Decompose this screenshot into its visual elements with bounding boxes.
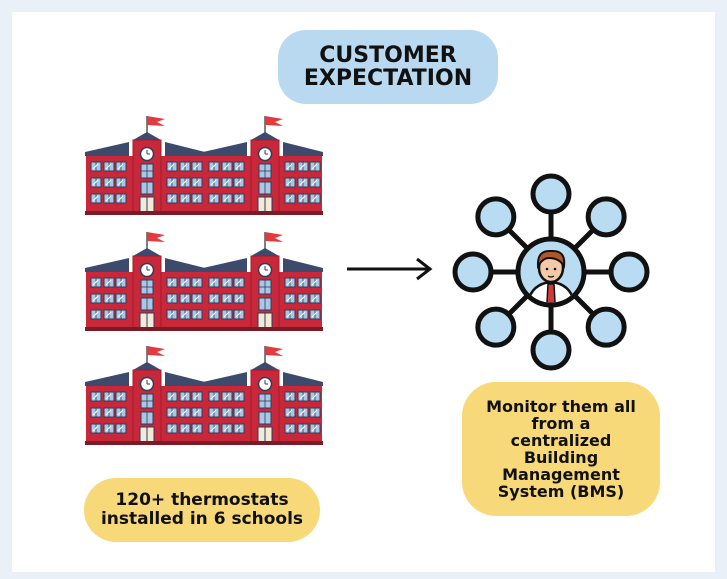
bms-caption-line-5: Management <box>502 465 620 484</box>
school-building-icon <box>85 342 205 447</box>
network-node <box>585 306 627 348</box>
school-svg <box>85 346 205 445</box>
title-line-1: CUSTOMER <box>319 43 457 68</box>
schools-caption-line-2: installed in 6 schools <box>100 509 304 529</box>
schools-caption: 120+ thermostats installed in 6 schools <box>84 478 320 542</box>
school-svg <box>203 346 323 445</box>
bms-caption-line-6: System (BMS) <box>497 482 625 501</box>
school-svg <box>85 232 205 331</box>
title-badge: CUSTOMER EXPECTATION <box>278 30 498 104</box>
bms-caption-line-4: Building <box>523 448 599 467</box>
network-node <box>585 196 627 238</box>
school-building-icon <box>85 112 205 217</box>
network-node <box>452 251 494 293</box>
school-building-icon <box>203 342 323 447</box>
school-building-icon <box>203 112 323 217</box>
school-building-icon <box>85 228 205 333</box>
network-node <box>608 251 650 293</box>
network-node <box>530 329 572 371</box>
school-building-icon <box>203 228 323 333</box>
school-svg <box>203 232 323 331</box>
title-line-2: EXPECTATION <box>303 66 473 91</box>
school-svg <box>203 116 323 215</box>
network-node <box>475 306 517 348</box>
bms-caption-line-3: centralized <box>510 431 612 450</box>
bms-caption-line-2: from a <box>531 414 591 433</box>
network-node <box>530 173 572 215</box>
bms-caption: Monitor them all from a centralized Buil… <box>462 382 660 516</box>
arrow-right-icon <box>347 257 433 281</box>
school-svg <box>85 116 205 215</box>
network-node <box>475 196 517 238</box>
network-person-icon <box>452 173 650 371</box>
schools-caption-line-1: 120+ thermostats <box>115 490 289 510</box>
bms-caption-line-1: Monitor them all <box>486 397 636 416</box>
